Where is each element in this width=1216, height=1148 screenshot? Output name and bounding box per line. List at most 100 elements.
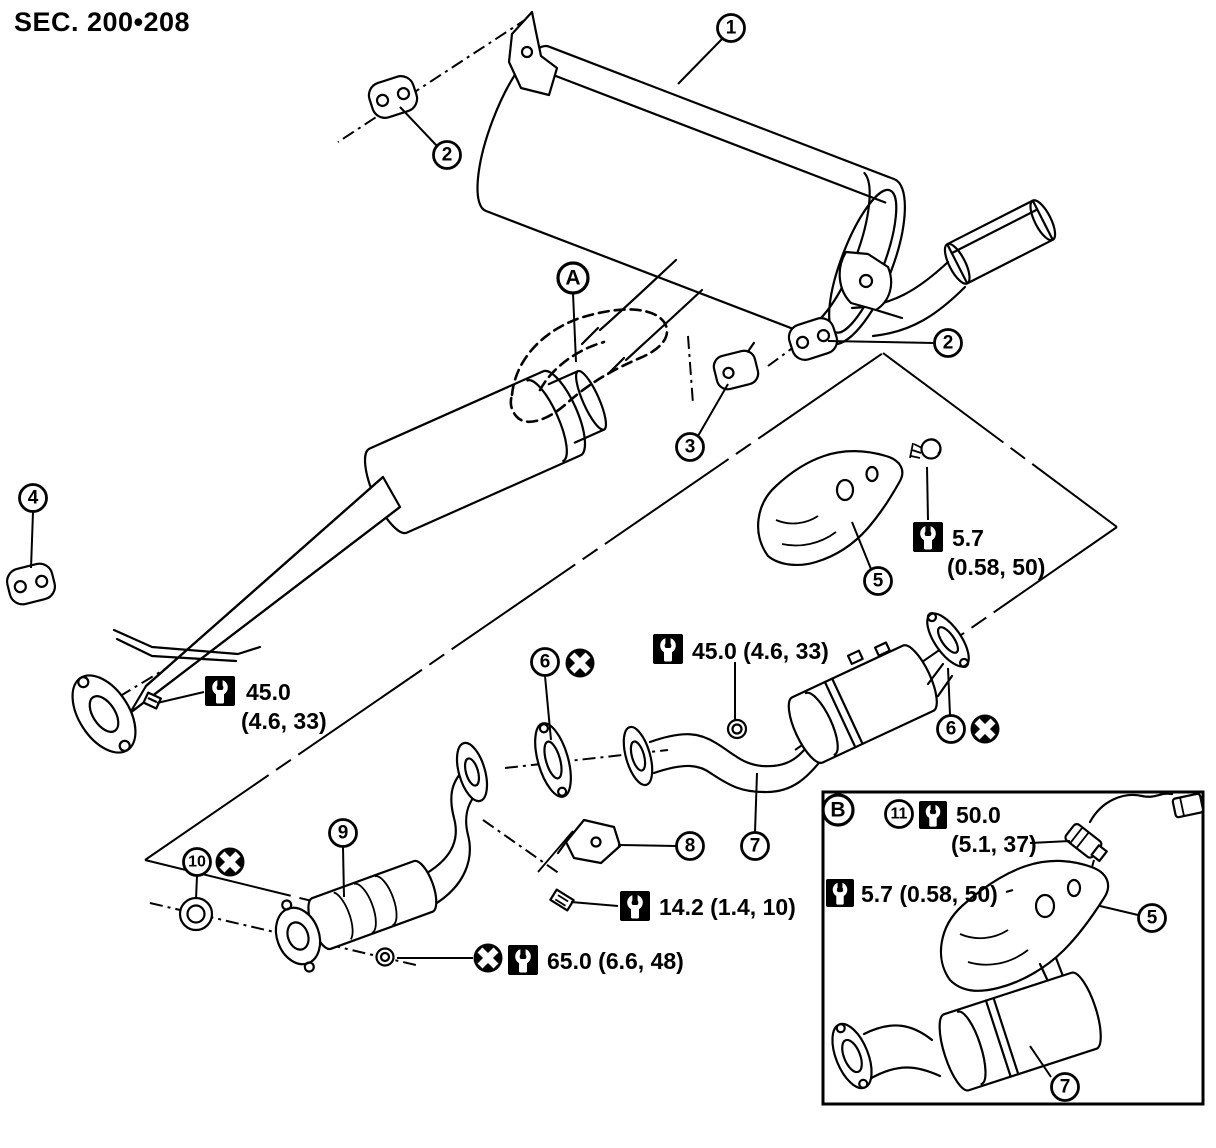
pipe-hanger-rod <box>112 628 262 663</box>
torque-bracket-nut: 14.2 (1.4, 10) <box>620 891 796 921</box>
rear-muffler <box>476 10 1057 376</box>
gasket-6-a <box>534 722 572 798</box>
mounting-bracket-8 <box>537 818 622 873</box>
callout-label: 11 <box>891 806 908 823</box>
callout-part-6-a: 6 <box>530 647 560 677</box>
cat-pipe-7 <box>648 641 954 794</box>
callout-label: 8 <box>685 836 696 857</box>
callout-label: 3 <box>685 437 696 458</box>
center-pipe <box>128 475 402 715</box>
cat-pipe-7-inset <box>831 971 1102 1092</box>
callout-part-5: 5 <box>863 566 893 596</box>
callout-label: 7 <box>1060 1077 1071 1098</box>
leader-lines <box>30 38 1139 1078</box>
insulator-3 <box>712 341 760 391</box>
non-reuse-6-a-mark <box>565 648 595 678</box>
tail-pipe <box>871 285 967 338</box>
bracket-axis-line <box>482 819 561 875</box>
callout-label: 6 <box>540 652 551 673</box>
hanger-axis-line <box>337 17 529 143</box>
insulator-4 <box>5 562 57 606</box>
callout-part-6-b: 6 <box>936 714 966 744</box>
torque-value: 65.0 (6.6, 48) <box>547 948 684 974</box>
torque-value: 45.0 <box>246 679 291 705</box>
torque-value: 14.2 (1.4, 10) <box>659 894 796 920</box>
reference-plane-edge <box>144 352 884 861</box>
muffler-inlet-pipe <box>624 288 704 362</box>
torque-flange-nut: 45.0 (4.6, 33) <box>653 634 829 664</box>
torque-value: 45.0 (4.6, 33) <box>692 638 829 664</box>
non-reusable-marks <box>215 648 1000 973</box>
callout-label: 1 <box>726 18 737 39</box>
heat-shield-bolt <box>909 438 942 460</box>
oxygen-sensor <box>1064 792 1205 863</box>
callout-view-b: B <box>821 793 855 827</box>
torque-value: 5.7 (0.58, 50) <box>861 881 998 907</box>
muffler-inlet-pipe <box>598 258 678 332</box>
non-reuse-10-mark <box>215 847 245 877</box>
callout-part-5-inset: 5 <box>1137 903 1167 933</box>
torque-labels: 45.0(4.6, 33)45.0 (4.6, 33)5.7(0.58, 50)… <box>205 522 1045 975</box>
callout-label: 10 <box>188 854 206 871</box>
torque-heat-shield-inset: 5.7 (0.58, 50) <box>826 879 998 907</box>
reference-plane-edge <box>882 352 1118 528</box>
tail-pipe-tip <box>943 199 1057 285</box>
front-tube-9 <box>274 741 489 973</box>
torque-front-flange: 65.0 (6.6, 48) <box>508 945 684 975</box>
callout-label: B <box>830 799 845 822</box>
callout-view-a: A <box>556 261 590 295</box>
callout-label: 2 <box>442 145 453 166</box>
callout-part-11: 11 <box>884 799 914 829</box>
heat-shield-5 <box>757 450 904 567</box>
heat-shield-5-inset <box>939 859 1110 992</box>
callout-label: A <box>565 267 580 290</box>
torque-value: (5.1, 37) <box>951 831 1037 857</box>
flange-bolt <box>375 947 395 967</box>
callout-part-4: 4 <box>18 483 48 513</box>
callout-part-9: 9 <box>328 818 358 848</box>
front-tube-flange <box>274 899 322 973</box>
callout-part-2-a: 2 <box>432 140 462 170</box>
inset-view-b <box>831 792 1205 1092</box>
hanger-axis-line <box>687 335 694 405</box>
torque-center-pipe: 45.0 (4.6, 33) <box>205 676 327 734</box>
bracket-stud <box>549 888 575 912</box>
callout-label: 9 <box>338 823 349 844</box>
callout-part-2-b: 2 <box>933 328 963 358</box>
reference-plane-edge <box>144 859 313 902</box>
torque-o2-sensor: 50.0 (5.1, 37) <box>919 801 1037 857</box>
non-reuse-6-b-mark <box>970 714 1000 744</box>
callout-part-1: 1 <box>716 13 746 43</box>
center-muffler <box>71 369 608 754</box>
flange-nut <box>726 718 748 740</box>
torque-value: 5.7 <box>952 525 984 551</box>
callout-part-8: 8 <box>675 831 705 861</box>
insulator-2-front <box>367 75 419 119</box>
callout-label: 4 <box>28 488 39 509</box>
view-a-outline-inner <box>538 340 606 392</box>
hanger-stud <box>142 691 162 710</box>
part-callouts: 1 2 2 3 4 5 6 6 7 8 9 10 11 A B 5 7 <box>18 13 1167 1102</box>
torque-heat-shield: 5.7 (0.58, 50) <box>913 522 1045 580</box>
callout-label: 2 <box>943 333 954 354</box>
view-a-outline <box>509 308 669 423</box>
torque-value: (0.58, 50) <box>947 554 1045 580</box>
callout-part-10: 10 <box>182 847 212 877</box>
pipe-7-front-flange <box>622 725 654 787</box>
callout-label: 5 <box>873 571 884 592</box>
muffler-front-hanger-bracket <box>507 10 559 97</box>
section-title: SEC. 200•208 <box>14 7 190 37</box>
insulator-2-rear <box>787 317 839 361</box>
callout-part-7-inset: 7 <box>1050 1072 1080 1102</box>
callout-label: 7 <box>750 836 761 857</box>
gasket-6-b <box>926 611 970 669</box>
callout-part-7: 7 <box>740 831 770 861</box>
callout-label: 5 <box>1147 908 1158 929</box>
non-reuse-bolt-mark <box>473 943 503 973</box>
torque-value: (4.6, 33) <box>241 708 327 734</box>
callout-part-3: 3 <box>675 432 705 462</box>
center-pipe-flange <box>71 674 137 754</box>
torque-value: 50.0 <box>956 802 1001 828</box>
